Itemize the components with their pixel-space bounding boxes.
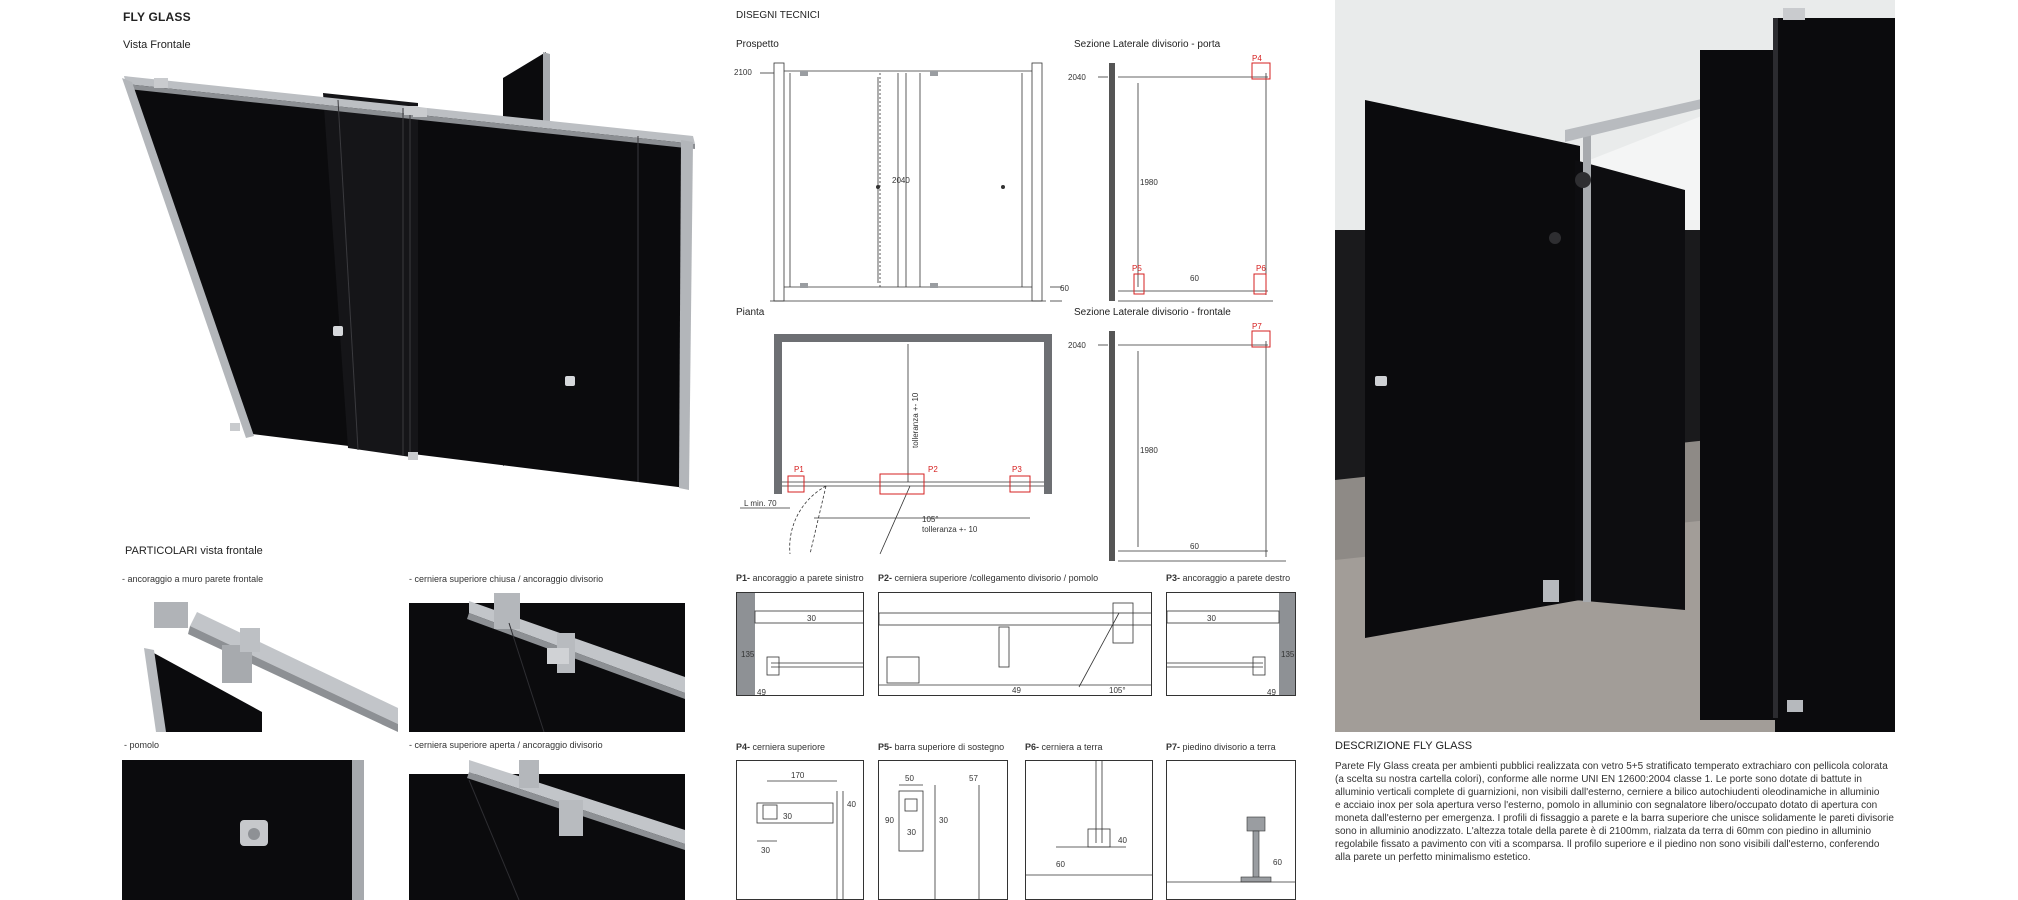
sez-front-base: 60	[1190, 542, 1199, 551]
svg-text:40: 40	[1118, 836, 1127, 845]
sezione-frontale-label: Sezione Laterale divisorio - frontale	[1074, 307, 1231, 318]
detail-p4-drawing: 170 40 30 30	[736, 760, 864, 900]
detail-caption-wall-anchor: - ancoraggio a muro parete frontale	[122, 574, 264, 584]
svg-text:135: 135	[741, 650, 755, 659]
detail-photo-hinge-open	[409, 760, 685, 900]
detail-p7-caption: P7- piedino divisorio a terra	[1166, 742, 1276, 752]
room-render-photo	[1335, 0, 1895, 732]
detail-p1-drawing: 30 135 49	[736, 592, 864, 696]
detail-p2-caption: P2- cerniera superiore /collegamento div…	[878, 573, 1099, 583]
marker-p3: P3	[1012, 465, 1022, 474]
svg-text:49: 49	[757, 688, 766, 696]
pianta-tol-h: tolleranza +- 10	[922, 525, 978, 534]
sez-front-h: 2040	[1068, 341, 1086, 350]
detail-p4-caption: P4- cerniera superiore	[736, 742, 826, 752]
svg-text:30: 30	[783, 812, 792, 821]
svg-text:30: 30	[1207, 614, 1216, 623]
svg-text:30: 30	[807, 614, 816, 623]
pianta-drawing: P1 P2 P3 tolleranza +- 10 105° L min. 70…	[740, 334, 1052, 555]
svg-text:170: 170	[791, 771, 805, 780]
technical-title: DISEGNI TECNICI	[736, 10, 820, 21]
svg-text:30: 30	[907, 828, 916, 837]
detail-photo-hinge-closed	[409, 593, 685, 732]
front-view-label: Vista Frontale	[123, 39, 191, 51]
detail-p6-drawing: 40 60	[1025, 760, 1153, 900]
detail-caption-hinge-closed: - cerniera superiore chiusa / ancoraggio…	[409, 574, 604, 584]
prospetto-h-door: 2040	[892, 176, 910, 185]
pianta-label: Pianta	[736, 307, 765, 318]
details-title: PARTICOLARI vista frontale	[125, 545, 263, 557]
marker-p4: P4	[1252, 55, 1262, 63]
sezione-porta-label: Sezione Laterale divisorio - porta	[1074, 39, 1221, 50]
detail-caption-knob: - pomolo	[124, 740, 160, 750]
detail-p2-drawing: 49 105°	[878, 592, 1152, 696]
prospetto-drawing: 2100 2040 60	[734, 62, 1069, 302]
sez-front-inner: 1980	[1140, 446, 1158, 455]
svg-text:50: 50	[905, 774, 914, 783]
detail-p5-caption: P5- barra superiore di sostegno	[878, 742, 1005, 752]
description-title: DESCRIZIONE FLY GLASS	[1335, 740, 1473, 752]
svg-text:57: 57	[969, 774, 978, 783]
detail-p5-drawing: 50 57 90 30 30	[878, 760, 1008, 900]
sez-porta-base: 60	[1190, 274, 1199, 283]
svg-text:30: 30	[939, 816, 948, 825]
marker-p6: P6	[1256, 264, 1266, 273]
prospetto-h-base: 60	[1060, 284, 1069, 293]
detail-p7-drawing: 60	[1166, 760, 1296, 900]
detail-photo-knob	[122, 760, 398, 900]
description-text: Parete Fly Glass creata per ambienti pub…	[1335, 761, 1894, 863]
svg-text:60: 60	[1056, 860, 1065, 869]
svg-text:40: 40	[847, 800, 856, 809]
front-view-render	[122, 52, 695, 490]
pianta-tol-v: tolleranza +- 10	[911, 392, 920, 448]
svg-text:30: 30	[761, 846, 770, 855]
detail-caption-hinge-open: - cerniera superiore aperta / ancoraggio…	[409, 740, 603, 750]
svg-text:135: 135	[1281, 650, 1295, 659]
svg-text:90: 90	[885, 816, 894, 825]
marker-p1: P1	[794, 465, 804, 474]
pianta-min: L min. 70	[744, 499, 777, 508]
prospetto-h-total: 2100	[734, 68, 752, 77]
svg-text:49: 49	[1012, 686, 1021, 695]
page-title: FLY GLASS	[123, 10, 191, 24]
prospetto-label: Prospetto	[736, 39, 779, 50]
detail-p3-caption: P3- ancoraggio a parete destro	[1166, 573, 1291, 583]
marker-p5: P5	[1132, 264, 1142, 273]
svg-text:49: 49	[1267, 688, 1276, 696]
detail-p1-caption: P1- ancoraggio a parete sinistro	[736, 573, 864, 583]
marker-p2: P2	[928, 465, 938, 474]
svg-text:105°: 105°	[1109, 686, 1126, 695]
detail-p6-caption: P6- cerniera a terra	[1025, 742, 1103, 752]
detail-p3-drawing: 30 135 49	[1166, 592, 1296, 696]
sez-porta-inner: 1980	[1140, 178, 1158, 187]
pianta-angle: 105°	[922, 515, 939, 524]
sez-porta-h: 2040	[1068, 73, 1086, 82]
sezione-porta-drawing: P4 P5 P6 2040 1980 60	[1068, 55, 1273, 302]
svg-text:60: 60	[1273, 858, 1282, 867]
marker-p7: P7	[1252, 323, 1262, 331]
sezione-frontale-drawing: P7 2040 1980 60	[1068, 323, 1286, 562]
detail-photo-wall-anchor	[122, 590, 398, 732]
